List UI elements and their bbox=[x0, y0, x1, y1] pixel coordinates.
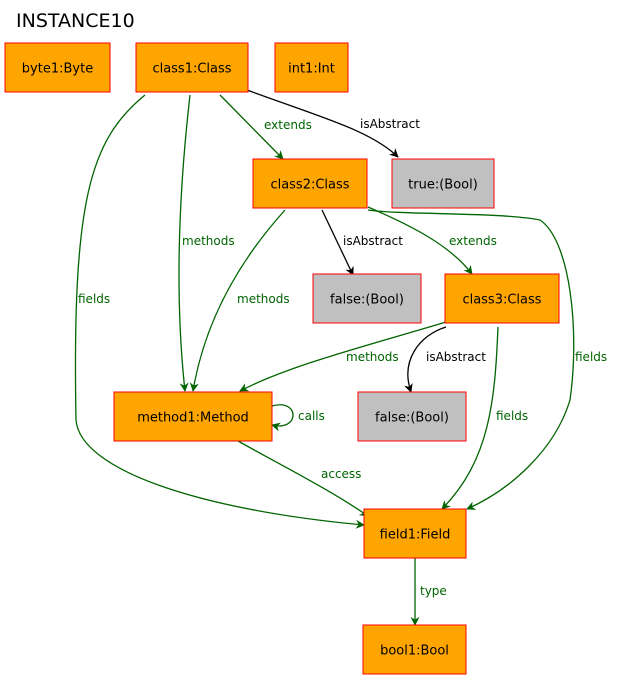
edge-class1-true1-isAbstract bbox=[246, 89, 399, 158]
node-box bbox=[357, 391, 467, 442]
edge-class2-class3-extends bbox=[367, 206, 473, 275]
edge-label-type: type bbox=[420, 584, 447, 598]
diagram-title: INSTANCE10 bbox=[16, 10, 135, 32]
edge-label-extends: extends bbox=[449, 234, 497, 248]
edge-class1-class2-extends bbox=[219, 94, 284, 160]
edge-class3-field1-fields bbox=[441, 326, 499, 510]
edge-class1-field1-fields bbox=[74, 94, 365, 529]
node-false1[interactable]: false:(Bool) bbox=[312, 273, 422, 324]
node-false2[interactable]: false:(Bool) bbox=[357, 391, 467, 442]
node-int1[interactable]: int1:Int bbox=[274, 42, 349, 93]
node-box bbox=[113, 391, 273, 442]
edge-class2-method1-methods bbox=[189, 209, 286, 392]
edge-label-isAbstract: isAbstract bbox=[426, 350, 486, 364]
node-box bbox=[362, 624, 467, 675]
node-class3[interactable]: class3:Class bbox=[444, 273, 560, 324]
node-byte1[interactable]: byte1:Byte bbox=[4, 42, 111, 93]
node-label: class2:Class bbox=[270, 178, 349, 193]
node-box bbox=[391, 158, 495, 209]
edge-class3-method1-methods bbox=[239, 321, 447, 392]
node-label: field1:Field bbox=[380, 528, 451, 543]
node-label: class1:Class bbox=[152, 62, 231, 77]
node-label: false:(Bool) bbox=[330, 293, 404, 308]
edge-label-isAbstract: isAbstract bbox=[343, 234, 403, 248]
node-true1[interactable]: true:(Bool) bbox=[391, 158, 495, 209]
edge-label-isAbstract: isAbstract bbox=[360, 117, 420, 131]
edge-label-fields: fields bbox=[496, 409, 528, 423]
node-bool1[interactable]: bool1:Bool bbox=[362, 624, 467, 675]
edge-label-fields: fields bbox=[575, 350, 607, 364]
edge-class2-false1-isAbstract bbox=[321, 209, 354, 276]
node-box bbox=[4, 42, 111, 93]
edge-method1-method1-calls bbox=[271, 404, 294, 432]
edge-class2-field1-fields bbox=[367, 209, 575, 510]
node-box bbox=[252, 158, 368, 209]
edge-label-access: access bbox=[321, 467, 361, 481]
edge-method1-field1-access bbox=[237, 440, 369, 517]
edge-class1-method1-methods bbox=[178, 94, 191, 392]
node-label: method1:Method bbox=[137, 411, 249, 426]
edge-class3-false2-isAbstract bbox=[404, 326, 447, 393]
node-method1[interactable]: method1:Method bbox=[113, 391, 273, 442]
node-class1[interactable]: class1:Class bbox=[135, 42, 249, 93]
node-field1[interactable]: field1:Field bbox=[363, 508, 467, 559]
node-box bbox=[312, 273, 422, 324]
node-box bbox=[363, 508, 467, 559]
edge-label-methods: methods bbox=[182, 234, 235, 248]
node-box bbox=[135, 42, 249, 93]
edge-label-calls: calls bbox=[298, 409, 325, 423]
node-label: int1:Int bbox=[288, 62, 335, 77]
node-class2[interactable]: class2:Class bbox=[252, 158, 368, 209]
node-label: bool1:Bool bbox=[380, 644, 449, 659]
node-label: false:(Bool) bbox=[375, 411, 449, 426]
edge-label-methods: methods bbox=[346, 350, 399, 364]
node-box bbox=[274, 42, 349, 93]
edge-label-extends: extends bbox=[264, 118, 312, 132]
edge-label-fields: fields bbox=[78, 292, 110, 306]
node-box bbox=[444, 273, 560, 324]
node-label: byte1:Byte bbox=[22, 62, 93, 77]
edge-label-methods: methods bbox=[237, 292, 290, 306]
node-label: class3:Class bbox=[462, 293, 541, 308]
node-label: true:(Bool) bbox=[408, 178, 478, 193]
